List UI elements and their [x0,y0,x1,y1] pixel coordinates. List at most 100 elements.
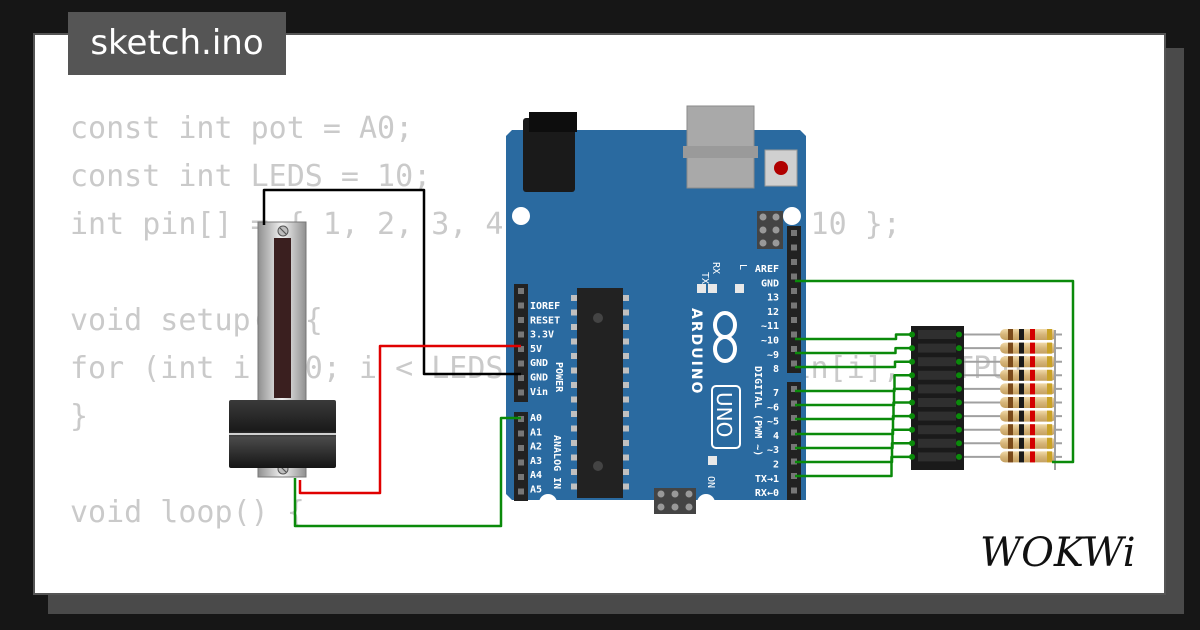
header-pin[interactable] [791,400,797,407]
header-pin[interactable] [518,302,524,309]
code-line: int potValue = analogRead(pot); [70,585,1027,593]
header-pin[interactable] [791,360,797,367]
pin-label: 7 [773,388,779,399]
resistor[interactable] [1000,329,1056,340]
pin-label: GND [530,373,548,384]
header-pin[interactable] [518,346,524,352]
pin-label: RX←0 [755,488,779,499]
pin-label: AREF [755,264,779,275]
resistor[interactable] [1000,451,1056,463]
pin-label: 3.3V [530,330,554,341]
rx-led [708,284,717,293]
sketch-title-tab[interactable]: sketch.ino [68,12,286,75]
resistor[interactable] [1000,397,1056,408]
header-pin[interactable] [791,473,797,479]
header-pin[interactable] [518,474,524,480]
led-segment [918,438,956,448]
resistor[interactable] [1000,342,1056,354]
wire-5v-red [298,344,521,495]
header-pin[interactable] [791,386,797,392]
power-header [514,284,528,402]
pin-label: Vin [530,386,548,398]
header-pin[interactable] [791,487,797,494]
header-pin[interactable] [791,444,797,450]
header-pin[interactable] [791,244,797,251]
code-line: } [70,399,89,434]
led-segment [918,370,956,380]
resistor[interactable] [1000,437,1056,449]
pin-label: ~11 [761,321,779,332]
led-segment [918,411,956,421]
header-pin[interactable] [518,459,524,466]
header-pin[interactable] [518,389,524,396]
signal-wire [795,401,912,421]
led-segment [918,425,956,435]
pin-label: A4 [530,470,542,481]
slide-potentiometer[interactable] [229,221,336,478]
led-segment [918,343,956,353]
signal-wire [795,346,912,355]
digital-title: DIGITAL (PWM ~) [752,366,763,456]
header-pin[interactable] [791,288,797,294]
resistor[interactable] [1000,383,1056,395]
header-pin[interactable] [791,317,797,323]
pin-label: 8 [773,364,779,375]
header-pin[interactable] [791,331,797,338]
pin-label: A2 [530,442,542,453]
pin-label: 13 [767,293,779,304]
resistor[interactable] [1000,424,1056,436]
signal-wire [795,414,912,436]
signal-wire [795,387,912,407]
resistor-array[interactable] [962,329,1062,470]
l-led [735,284,744,293]
header-pin[interactable] [518,445,524,451]
wire-gnd-green [795,279,1075,464]
pin-label: GND [761,278,779,289]
analog-header [514,412,528,501]
header-pin[interactable] [518,375,524,381]
header-pin[interactable] [791,415,797,421]
header-pin[interactable] [791,346,797,352]
header-pin[interactable] [791,273,797,280]
resistor[interactable] [1000,410,1056,422]
l-label: L [737,264,748,270]
mount-hole [512,207,530,225]
resistor[interactable] [1000,369,1056,381]
signal-wire [795,442,912,464]
header-pin[interactable] [518,430,524,437]
header-pin[interactable] [791,230,797,236]
header-pin[interactable] [791,302,797,309]
header-pin[interactable] [791,259,797,265]
pin-label: A0 [530,413,542,424]
pin-label: ~10 [761,336,779,347]
digital-header-bottom [787,382,801,500]
header-pin[interactable] [791,458,797,465]
pin-label: 4 [773,431,779,442]
mount-hole [783,207,801,225]
header-pin[interactable] [791,429,797,436]
led-bar-graph[interactable] [909,326,964,470]
arduino-uno-board[interactable]: TX RX L ON ARDUINO UNO IOREFRESET3.3V5VG… [506,105,806,514]
wire-a0-green [293,416,521,528]
power-title: POWER [553,362,564,393]
header-pin[interactable] [518,331,524,338]
header-pin[interactable] [518,288,524,294]
code-line: void loop() { [70,495,305,530]
header-pin[interactable] [518,317,524,323]
arduino-brand-text: ARDUINO [688,308,704,395]
digital-header-top [787,226,801,373]
signal-wire [795,360,912,369]
signal-wire [795,428,912,450]
tx-led [697,284,706,293]
resistor[interactable] [1000,356,1056,368]
header-pin[interactable] [518,360,524,367]
led-signal-wires [795,333,912,478]
pin-label: ~9 [767,350,779,361]
tx-label: TX [699,272,710,284]
header-pin[interactable] [518,488,524,495]
mount-hole [697,494,715,512]
rx-label: RX [710,262,721,274]
signal-wire [795,333,912,341]
pin-label: A5 [530,485,542,496]
